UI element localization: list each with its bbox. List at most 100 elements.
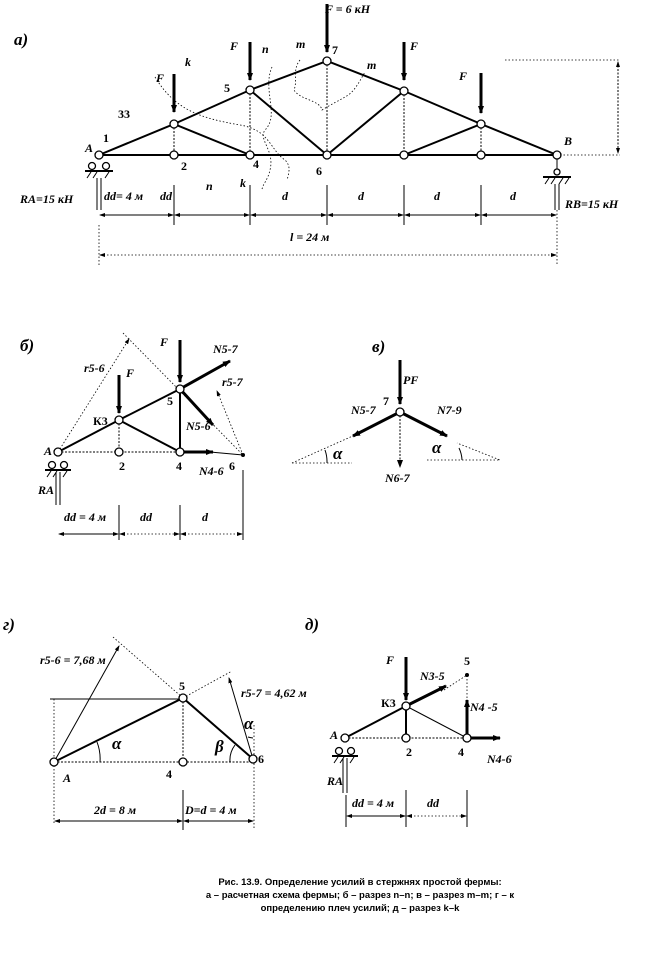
force-n46-label: N4-6 bbox=[198, 464, 224, 478]
reaction-label: RA bbox=[37, 483, 54, 497]
cut-label: n bbox=[206, 179, 213, 193]
force-n57-label: N5-7 bbox=[212, 342, 239, 356]
force-n56-label: N5-6 bbox=[185, 419, 211, 433]
node-label: 5 bbox=[464, 654, 470, 668]
node-label: 5 bbox=[179, 679, 185, 693]
reaction-label: RA bbox=[326, 774, 343, 788]
reaction-b-label: RB=15 кН bbox=[564, 197, 619, 211]
node-label: 5 bbox=[167, 394, 173, 408]
dim-label: 2d = 8 м bbox=[93, 803, 136, 817]
force-label: F bbox=[155, 71, 164, 85]
caption-line: определению плеч усилий; д – разрез k–k bbox=[261, 903, 461, 914]
node-label: 4 bbox=[166, 767, 172, 781]
node-label: 2 bbox=[406, 745, 412, 759]
dim-label: d bbox=[510, 189, 517, 203]
truss-nodes bbox=[94, 56, 562, 160]
arm-r56-label: r5-6 = 7,68 м bbox=[40, 653, 106, 667]
cut-label: k bbox=[185, 55, 191, 69]
caption-line: а – расчетная схема фермы; б – разрез n–… bbox=[206, 890, 515, 901]
support-a-icon bbox=[332, 746, 358, 793]
force-label: F bbox=[229, 39, 238, 53]
panel-g-label: г) bbox=[3, 615, 15, 634]
dim-label: dd bbox=[427, 796, 440, 810]
force-arrows bbox=[171, 4, 484, 114]
node-label: 33 bbox=[118, 107, 130, 121]
dim-label: dd bbox=[160, 189, 173, 203]
cut-label: n bbox=[262, 42, 269, 56]
angle-label: α bbox=[244, 714, 254, 733]
force-label: F bbox=[458, 69, 467, 83]
node-label: К3 bbox=[93, 414, 108, 428]
arm-r57-label: r5-7 = 4,62 м bbox=[241, 686, 307, 700]
figure-caption: Рис. 13.9. Определение усилий в стержнях… bbox=[206, 877, 515, 914]
panel-d-section: д) F 5 N3-5 К3 N4 -5 A 2 4 N4-6 RA dd = … bbox=[305, 615, 512, 827]
node-label: К3 bbox=[381, 696, 396, 710]
node-label: 5 bbox=[224, 81, 230, 95]
panel-g-arms: г) r5-6 = 7,68 м r5-7 = 4,62 м 5 4 6 A α… bbox=[3, 615, 307, 830]
panel-v-node7: в) 7 PF N5-7 N7-9 N6-7 α α bbox=[291, 337, 501, 485]
dim-label: dd= 4 м bbox=[104, 189, 143, 203]
node-label: A bbox=[84, 141, 93, 155]
node-label: 2 bbox=[181, 159, 187, 173]
cut-label: k bbox=[240, 176, 246, 190]
panel-b-section: б) F F A К3 5 2 4 6 r5-6 r5-7 N5-7 N5-6 … bbox=[20, 332, 245, 540]
force-label: F bbox=[159, 335, 168, 349]
node-label: A bbox=[62, 771, 71, 785]
dim-label: d bbox=[202, 510, 209, 524]
dim-label: d bbox=[434, 189, 441, 203]
node-label: 4 bbox=[253, 157, 259, 171]
panel-a-label: а) bbox=[14, 30, 28, 49]
node-label: 7 bbox=[332, 43, 338, 57]
span-label: l = 24 м bbox=[290, 230, 329, 244]
cut-n-line bbox=[261, 66, 273, 191]
angle-label: α bbox=[112, 734, 122, 753]
force-n45-label: N4 -5 bbox=[469, 700, 498, 714]
panel-a-truss: а) F = 6 кН F F F F A 1 33 2 4 5 6 7 B k… bbox=[14, 2, 620, 265]
arm-label: r5-7 bbox=[222, 375, 244, 389]
node-label: 2 bbox=[119, 459, 125, 473]
cut-label: m bbox=[296, 37, 305, 51]
dim-label: d bbox=[282, 189, 289, 203]
force-n35-label: N3-5 bbox=[419, 669, 445, 683]
arm-label: r5-6 bbox=[84, 361, 105, 375]
force-n57-label: N5-7 bbox=[350, 403, 377, 417]
panel-v-label: в) bbox=[372, 337, 385, 356]
support-a-icon bbox=[85, 161, 113, 179]
node-label: B bbox=[563, 134, 572, 148]
node-label: 6 bbox=[258, 752, 264, 766]
reaction-arrows bbox=[96, 178, 560, 210]
dim-label: D=d = 4 м bbox=[184, 803, 237, 817]
node-label: A bbox=[43, 444, 52, 458]
node-label: 1 bbox=[103, 131, 109, 145]
dim-label: dd = 4 м bbox=[64, 510, 106, 524]
dim-label: d bbox=[358, 189, 365, 203]
dim-label: dd = 4 м bbox=[352, 796, 394, 810]
node-label: 6 bbox=[229, 459, 235, 473]
cut-label: m bbox=[367, 58, 376, 72]
dim-label: dd bbox=[140, 510, 153, 524]
angle-label: α bbox=[333, 444, 343, 463]
force-label-top: F = 6 кН bbox=[324, 2, 371, 16]
node-label: 7 bbox=[383, 394, 389, 408]
node-label: 4 bbox=[458, 745, 464, 759]
angle-label: β bbox=[214, 737, 224, 756]
angle-label: α bbox=[432, 438, 442, 457]
force-n79-label: N7-9 bbox=[436, 403, 462, 417]
force-n67-label: N6-7 bbox=[384, 471, 411, 485]
force-label: F bbox=[125, 366, 134, 380]
panel-d-label: д) bbox=[305, 615, 319, 634]
panel-b-label: б) bbox=[20, 336, 34, 355]
node-label: 4 bbox=[176, 459, 182, 473]
force-n46-label: N4-6 bbox=[486, 752, 512, 766]
node-label: 6 bbox=[316, 164, 322, 178]
support-a-icon bbox=[45, 460, 71, 505]
force-label: F bbox=[409, 39, 418, 53]
force-label: PF bbox=[403, 373, 418, 387]
cut-k-line bbox=[154, 76, 290, 181]
force-label: F bbox=[385, 653, 394, 667]
cut-m-line bbox=[293, 59, 366, 111]
node-label: A bbox=[329, 728, 338, 742]
support-b-icon bbox=[543, 159, 571, 185]
reaction-a-label: RA=15 кН bbox=[19, 192, 74, 206]
